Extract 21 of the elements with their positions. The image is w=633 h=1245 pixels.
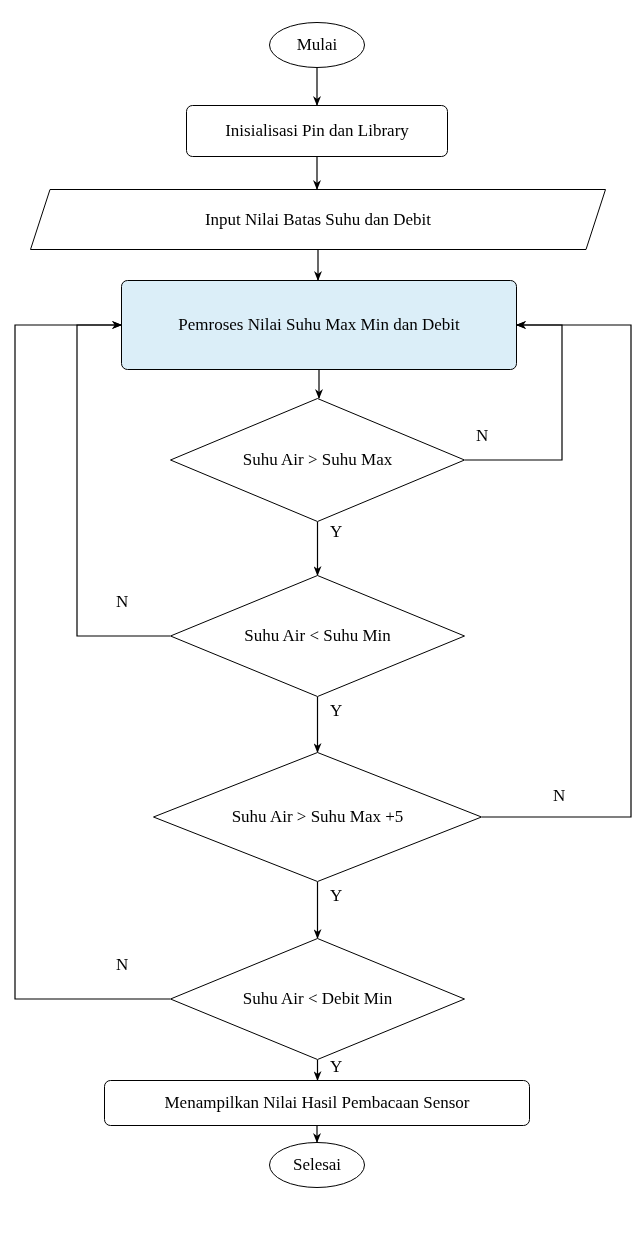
node-text: Suhu Air < Debit Min <box>242 989 393 1009</box>
node-text: Input Nilai Batas Suhu dan Debit <box>204 209 432 230</box>
node-text: Mulai <box>296 35 338 55</box>
node-text: Suhu Air > Suhu Max <box>242 450 393 470</box>
arrow <box>314 249 322 281</box>
node-text: Inisialisasi Pin dan Library <box>225 121 409 141</box>
arrow <box>313 696 322 753</box>
arrow <box>315 369 323 399</box>
arrow <box>481 321 632 818</box>
node-text: Pemroses Nilai Suhu Max Min dan Debit <box>178 315 460 335</box>
arrow <box>313 1125 321 1143</box>
node-text: Selesai <box>292 1155 342 1175</box>
arrow <box>14 321 171 1000</box>
node-text: Suhu Air > Suhu Max +5 <box>231 807 404 827</box>
node-text: Menampilkan Nilai Hasil Pembacaan Sensor <box>164 1093 470 1113</box>
arrow <box>313 156 321 190</box>
arrow <box>313 1059 322 1081</box>
arrow <box>313 67 321 106</box>
arrow <box>313 881 322 939</box>
node-text: Suhu Air < Suhu Min <box>244 626 391 646</box>
arrow <box>313 521 322 576</box>
